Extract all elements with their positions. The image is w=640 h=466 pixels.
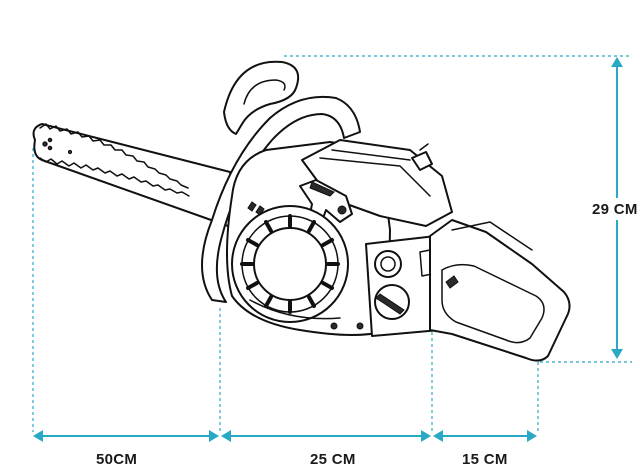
cover-knob-icon — [411, 143, 433, 171]
control-panel — [365, 235, 441, 337]
bar-length-label: 50CM — [96, 451, 137, 466]
front-hand-guard — [223, 60, 300, 135]
guide-bar — [32, 123, 237, 227]
chainsaw-illustration — [32, 60, 571, 362]
fuel-cap-icon — [374, 284, 410, 320]
arrowheads — [33, 57, 623, 442]
bar-nose-sprocket-icon — [42, 137, 73, 155]
dimension-guides — [32, 55, 632, 442]
body-length-label: 25 CM — [310, 451, 356, 466]
handle-length-label: 15 CM — [462, 451, 508, 466]
starter-flywheel-icon — [231, 205, 349, 323]
oil-cap-icon — [374, 250, 402, 278]
engine-housing — [226, 139, 453, 336]
rear-handle — [429, 219, 571, 362]
height-label: 29 CM — [592, 201, 638, 218]
